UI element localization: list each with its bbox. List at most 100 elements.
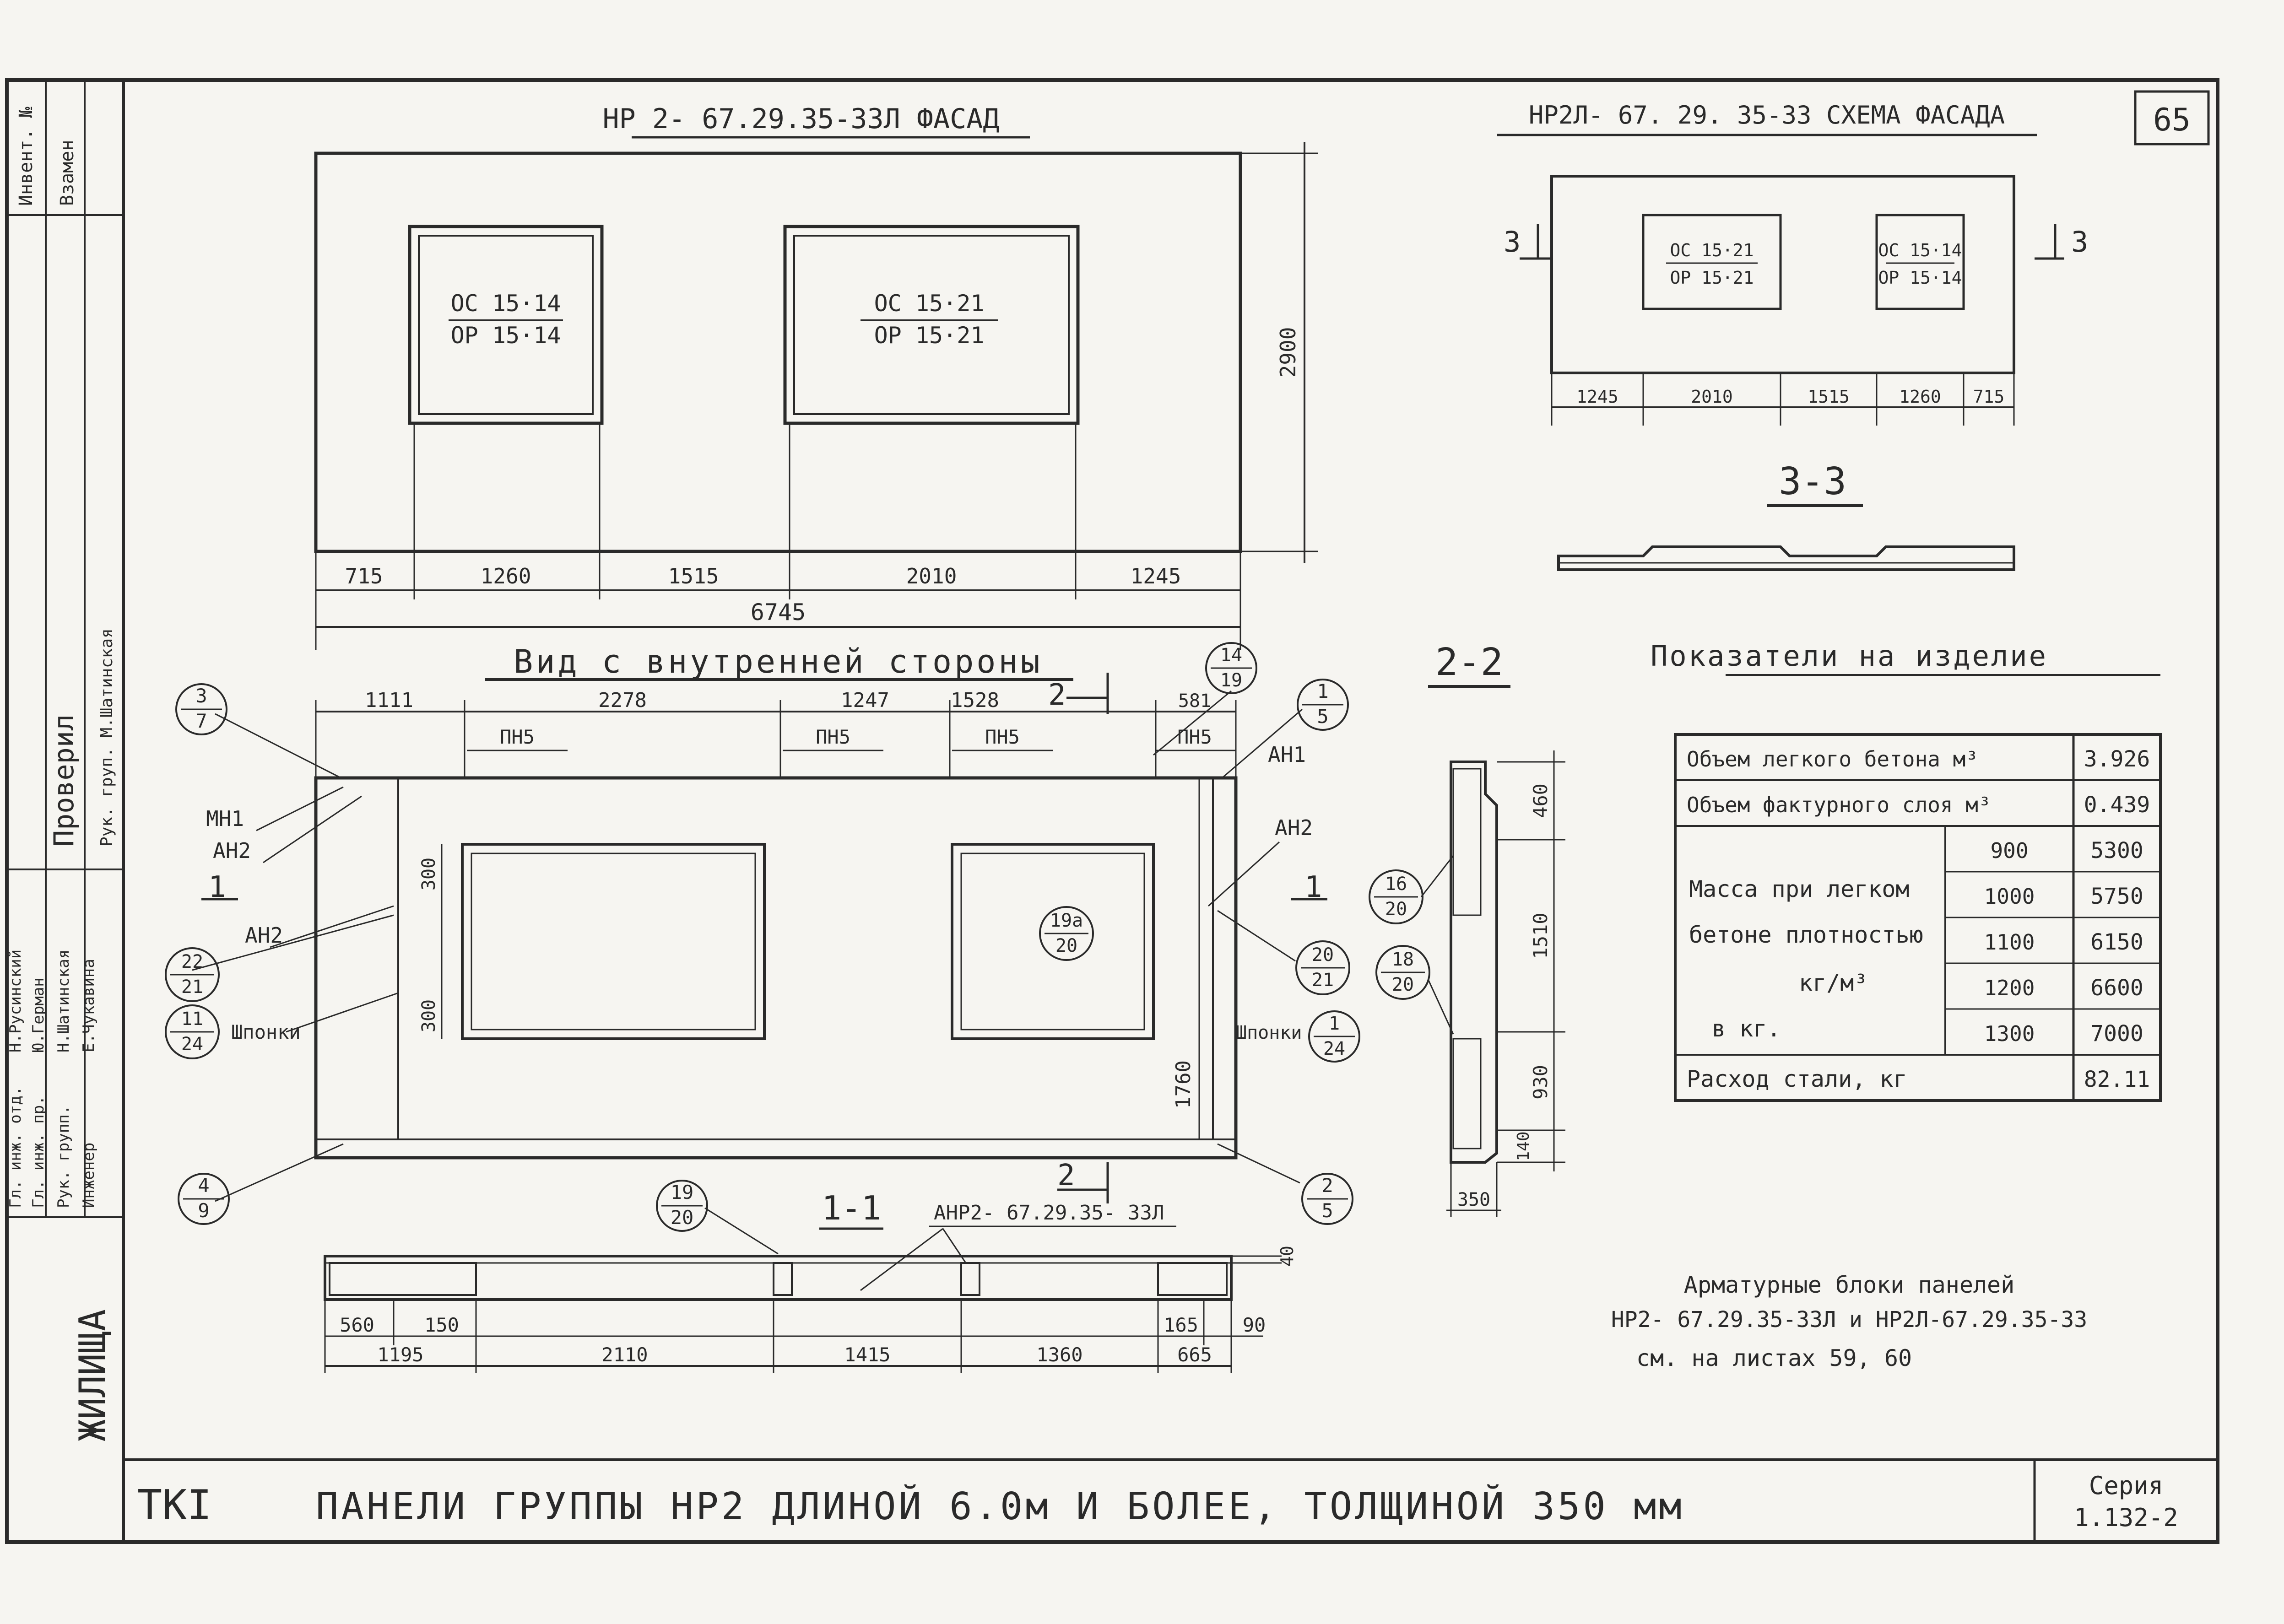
svg-text:24: 24 [181, 1034, 203, 1055]
side-org: ЖИЛИЩА [71, 1309, 114, 1441]
facade-dim-4: 2010 [906, 564, 957, 588]
cut-2-top: 2 [1048, 678, 1066, 712]
facade-dim-1: 715 [345, 564, 383, 588]
inner-bubbles: 3 7 14 19 1 5 22 21 11 24 [165, 642, 1360, 1225]
mass-value-3: 6150 [2090, 929, 2143, 955]
svg-text:14: 14 [1220, 645, 1242, 666]
section22-profile [1450, 761, 1498, 1164]
section33-profile [1557, 545, 2015, 571]
indicators-table: Показатели на изделие Объем легкого бето… [1651, 639, 2162, 1102]
footer-title: ПАНЕЛИ ГРУППЫ НР2 ДЛИНОЙ 6.0м И БОЛЕЕ, Т… [316, 1484, 1684, 1528]
scheme-dim-2: 2010 [1691, 387, 1733, 407]
label-an2-c: АН2 [1275, 815, 1313, 840]
section11-dim-bottom-2: 2110 [601, 1343, 648, 1366]
section11-title: 1-1 [822, 1189, 881, 1227]
svg-text:7: 7 [195, 710, 207, 732]
side-staff-role-3: Рук. групп. [54, 1105, 73, 1208]
scheme-window-right-bottom: ОР 15·14 [1878, 268, 1962, 288]
bubble-11-24: 11 24 [165, 1004, 220, 1059]
section33-title: 3-3 [1779, 460, 1846, 503]
page-number-box [2134, 90, 2210, 146]
inner-top-dim-3: 1247 [841, 689, 889, 712]
label-an2-b: АН2 [245, 923, 283, 948]
svg-text:18: 18 [1392, 949, 1414, 970]
scheme-dim-1: 1245 [1576, 387, 1618, 407]
note-line-2: НР2- 67.29.35-33Л и НР2Л-67.29.35-33 [1611, 1307, 2087, 1333]
svg-text:20: 20 [1055, 935, 1077, 956]
facade-window-left-bottom: ОР 15·14 [451, 322, 561, 349]
inner-top-dim-5: 581 [1178, 691, 1211, 712]
label-an1: АН1 [1268, 742, 1306, 767]
side-staff-role-2: Гл. инж. пр. [29, 1095, 48, 1208]
bubble-4-9: 4 9 [178, 1173, 230, 1225]
section22-dim-4: 140 [1514, 1131, 1533, 1161]
scheme-window-left [1642, 214, 1782, 310]
scheme-window-right-top: ОС 15·14 [1878, 240, 1962, 260]
bubble-19a-20: 19а 20 [1039, 906, 1094, 961]
svg-text:19а: 19а [1050, 910, 1083, 931]
label-mn1: МН1 [206, 806, 244, 831]
side-stamp-vzamen: Взамен [57, 140, 78, 206]
mass-value-1: 5300 [2090, 838, 2143, 863]
mass-density-3: 1100 [1984, 930, 2035, 955]
facade-window-left [408, 225, 604, 425]
inner-left-dim-2: 300 [418, 999, 439, 1032]
svg-text:11: 11 [181, 1009, 203, 1030]
svg-text:2: 2 [1321, 1174, 1333, 1197]
svg-text:19: 19 [671, 1181, 694, 1203]
svg-text:19: 19 [1220, 670, 1242, 691]
mass-value-2: 5750 [2090, 884, 2143, 909]
inner-top-dim-1: 1111 [365, 689, 413, 712]
section11-subtitle: АНР2- 67.29.35- 33Л [934, 1201, 1164, 1225]
side-staff-role-1: Гл. инж. отд. [6, 1086, 25, 1208]
svg-text:20: 20 [671, 1206, 694, 1229]
facade-window-right [783, 225, 1080, 425]
svg-text:21: 21 [1312, 970, 1334, 991]
svg-text:20: 20 [1392, 974, 1414, 995]
indicator-row-1-value: 3.926 [2084, 746, 2150, 772]
svg-text:20: 20 [1385, 899, 1407, 920]
note-line-1: Арматурные блоки панелей [1684, 1272, 2014, 1298]
section-2-2: 2-2 460 1510 930 140 350 16 20 18 [1369, 641, 1565, 1217]
side-staff-role-4: Инженер [80, 1143, 98, 1208]
side-check-label: Проверил [48, 714, 80, 847]
side-staff-name-2: Ю.Герман [29, 977, 48, 1052]
facade-title: НР 2- 67.29.35-33Л ФАСАД [603, 103, 1000, 135]
inner-top-dim-4: 1528 [951, 689, 999, 712]
svg-text:20: 20 [1312, 944, 1334, 966]
indicator-row-2-label: Объем фактурного слоя м³ [1687, 793, 1991, 817]
section11-dim-bottom-3: 1415 [844, 1343, 890, 1366]
scheme-window-left-top: ОС 15·21 [1670, 240, 1754, 260]
page-number: 65 [2153, 102, 2191, 138]
mass-value-4: 6600 [2090, 975, 2143, 1001]
mass-density-1: 900 [1990, 838, 2028, 863]
facade-dim-3: 1515 [668, 564, 719, 588]
note-line-3: см. на листах 59, 60 [1636, 1345, 1912, 1371]
bubble-3-7: 3 7 [175, 683, 227, 735]
section11-dim-bottom-1: 1195 [377, 1343, 423, 1366]
facade-view: НР 2- 67.29.35-33Л ФАСАД ОС 15·14 ОР 15·… [314, 103, 1318, 650]
scheme-window-right [1875, 214, 1965, 310]
footer-code: ТКI [137, 1481, 212, 1529]
facade-height-dim: 2900 [1276, 327, 1300, 378]
inner-top-dim-2: 2278 [598, 689, 647, 712]
section22-title: 2-2 [1435, 641, 1503, 684]
mass-label-4: в кг. [1712, 1015, 1781, 1042]
section-1-1: 1-1 АНР2- 67.29.35- 33Л 19 20 40 [324, 1180, 1297, 1373]
bubble-22-21: 22 21 [165, 947, 220, 1002]
bubble-2-5: 2 5 [1301, 1173, 1353, 1225]
bubble-1-5: 1 5 [1297, 679, 1349, 731]
inner-panel-outline [314, 776, 1238, 1160]
facade-window-left-top: ОС 15·14 [451, 290, 561, 317]
scheme-cut-right: 3 [2071, 225, 2088, 259]
svg-text:22: 22 [181, 951, 203, 972]
cut-2-bottom: 2 [1057, 1159, 1075, 1192]
bubble-1-24: 1 24 [1308, 1010, 1360, 1063]
mass-label-2: бетоне плотностью [1689, 922, 1923, 948]
inner-right-height: 1760 [1172, 1060, 1195, 1109]
section11-dim-top-4: 90 [1243, 1314, 1266, 1336]
bubble-14-19: 14 19 [1205, 642, 1257, 694]
scheme-dim-4: 1260 [1899, 387, 1941, 407]
mass-label-1: Масса при легком [1689, 876, 1910, 902]
